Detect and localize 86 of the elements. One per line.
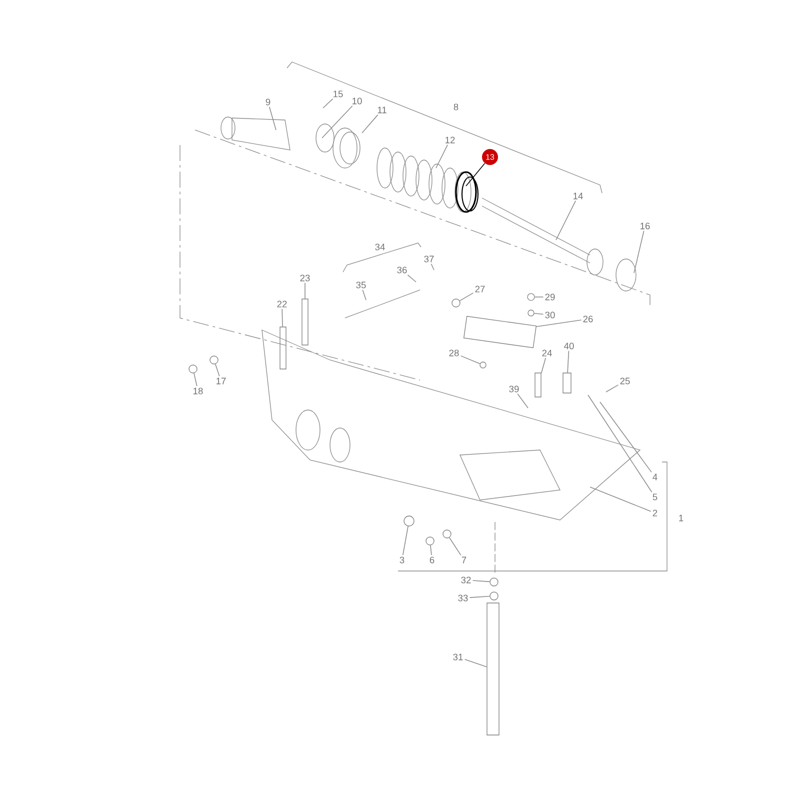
leader-line (606, 384, 619, 392)
callout-number: 6 (430, 556, 434, 564)
leader-line (362, 114, 378, 134)
round-part (442, 530, 452, 538)
callout-number: 3 (400, 556, 404, 564)
round-part (480, 362, 486, 368)
callout-number: 26 (583, 316, 593, 322)
callout-number: 11 (378, 106, 386, 114)
callout-number: 10 (352, 98, 362, 104)
leader-line (472, 580, 490, 582)
leader-line (448, 537, 462, 556)
leader-line (634, 230, 644, 274)
cover-plate (463, 316, 537, 348)
leader-line (536, 320, 582, 328)
callout-number: 37 (424, 256, 434, 262)
round-part (452, 298, 460, 308)
callout-number: 34 (375, 244, 385, 250)
callout-number: 30 (545, 312, 555, 318)
callout-number: 5 (652, 494, 658, 500)
leader-line (534, 312, 544, 315)
callout-number: 12 (446, 136, 455, 144)
callout-number: 14 (574, 192, 583, 200)
leader-line (194, 372, 198, 386)
callout-number: 28 (449, 350, 459, 356)
round-part (490, 592, 498, 600)
callout-number: 36 (397, 266, 407, 274)
callout-number: 39 (509, 386, 519, 392)
leader-line (459, 292, 474, 302)
round-part (527, 293, 535, 301)
callout-number: 2 (652, 510, 658, 516)
callout-number: 16 (640, 222, 650, 230)
leader-line (304, 282, 306, 300)
leader-line (430, 544, 432, 556)
leader-line (600, 402, 652, 473)
leader-line (534, 296, 544, 298)
callout-number: 7 (462, 556, 466, 564)
shaft-part (486, 602, 500, 736)
leader-line (214, 364, 220, 377)
callout-number: 17 (216, 378, 226, 384)
leader-line (402, 526, 408, 556)
bolt-part (280, 326, 286, 370)
leader-line (590, 486, 652, 512)
leader-line (362, 290, 366, 300)
round-part (210, 356, 218, 364)
leader-line (322, 106, 353, 138)
callout-number: 35 (356, 282, 366, 288)
highlighted-callout-number: 13 (482, 149, 498, 165)
round-part (426, 536, 434, 546)
leader-line (430, 264, 434, 270)
round-part (404, 516, 414, 526)
callout-number: 15 (334, 90, 343, 98)
callout-number: 31 (453, 654, 463, 660)
callout-number: 40 (564, 342, 574, 350)
callout-number: 9 (266, 98, 270, 106)
callout-number: 27 (475, 286, 485, 292)
leader-line (556, 200, 576, 240)
callout-number: 32 (461, 576, 471, 584)
callout-number: 23 (300, 274, 310, 282)
bolt-part (302, 298, 308, 346)
leader-line (436, 144, 448, 168)
callout-number: 1 (679, 514, 684, 522)
callout-number: 18 (194, 388, 203, 394)
leader-line (282, 308, 283, 328)
leader-line (407, 274, 416, 282)
leader-line (588, 394, 652, 493)
leader-line (269, 106, 276, 130)
leader-line (567, 350, 570, 374)
leader-line (466, 162, 486, 186)
round-part (528, 310, 534, 316)
leader-line (322, 98, 334, 108)
callout-number: 8 (454, 104, 458, 110)
callout-number: 24 (542, 350, 552, 356)
callout-number: 25 (620, 378, 630, 384)
leader-line (464, 658, 488, 668)
leader-line (517, 394, 528, 408)
callout-number: 33 (458, 594, 468, 602)
leader-line (540, 357, 546, 374)
callout-number: 29 (545, 294, 555, 300)
leader-line (469, 596, 490, 598)
callout-number: 4 (652, 474, 658, 480)
bolt-part (562, 372, 572, 394)
callout-number: 22 (277, 300, 287, 308)
leader-line (460, 355, 480, 364)
round-part (188, 364, 198, 374)
bolt-part (534, 372, 542, 398)
round-part (490, 578, 498, 586)
